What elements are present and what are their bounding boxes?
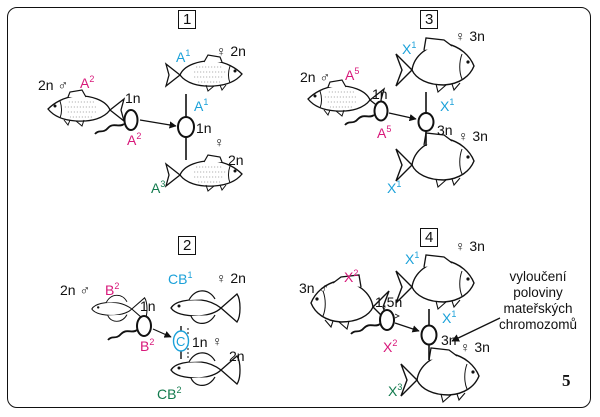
note-line: poloviny xyxy=(513,285,563,300)
figure-frame xyxy=(7,7,591,408)
note-line: vyloučení xyxy=(509,269,567,284)
offspring-ploidy: 2n xyxy=(228,152,244,168)
sperm-allele: A2 xyxy=(127,131,142,148)
egg-ploidy: 1n xyxy=(192,334,208,350)
offspring-allele: A3 xyxy=(151,179,166,196)
sperm-ploidy: 1,5n xyxy=(375,294,403,310)
offspring-ploidy: 2n xyxy=(229,348,245,364)
male-sex-ploidy: 2n ♂ xyxy=(300,69,330,85)
panel-number: 1 xyxy=(178,10,197,29)
sperm-allele: B2 xyxy=(140,337,155,354)
egg-sex-ploidy: ♀ 3n xyxy=(460,339,490,355)
egg-sex: ♀ xyxy=(212,333,223,349)
egg-sex-ploidy: ♀ 3n xyxy=(458,128,488,144)
egg-ploidy: 1n xyxy=(196,120,212,136)
egg-allele: X1 xyxy=(440,97,455,114)
male-allele: A2 xyxy=(80,74,95,91)
female-allele: X1 xyxy=(405,250,420,267)
egg-ploidy: 3n xyxy=(437,122,453,138)
egg-allele: X1 xyxy=(442,309,457,326)
offspring-allele: X1 xyxy=(387,179,402,196)
male-allele: B2 xyxy=(105,281,120,298)
page-number: 5 xyxy=(562,371,571,390)
offspring-allele: CB2 xyxy=(157,385,182,402)
note-line: mateřských xyxy=(503,301,573,316)
sperm-ploidy: 1n xyxy=(125,90,141,106)
sperm-ploidy: 1n xyxy=(140,298,156,314)
female-sex-ploidy: ♀ 3n xyxy=(455,28,485,44)
male-sex-ploidy: 2n ♂ xyxy=(60,282,90,298)
female-allele: CB1 xyxy=(168,270,193,287)
female-sex-ploidy: ♀ 2n xyxy=(216,43,246,59)
egg-ploidy: 3n xyxy=(441,332,457,348)
female-allele: X1 xyxy=(402,40,417,57)
offspring-allele: X3 xyxy=(388,382,403,399)
panel-number: 4 xyxy=(420,228,439,247)
female-sex-ploidy: ♀ 2n xyxy=(216,270,246,286)
female-allele: A1 xyxy=(176,48,191,65)
note-line: chromozomů xyxy=(498,317,578,332)
sperm-ploidy: 1n xyxy=(372,86,388,102)
sperm-allele: X2 xyxy=(383,338,398,355)
male-sex-ploidy: 3n ♂ xyxy=(299,280,329,296)
panel-number: 2 xyxy=(178,236,197,255)
male-allele: X2 xyxy=(344,268,359,285)
panel-number: 3 xyxy=(420,10,439,29)
annotation-note: vyloučení poloviny mateřských chromozomů xyxy=(488,269,588,333)
male-sex-ploidy: 2n ♂ xyxy=(38,77,68,93)
egg-letter: C xyxy=(176,334,186,349)
sperm-allele: A5 xyxy=(377,124,392,141)
female-sex-ploidy: ♀ 3n xyxy=(455,238,485,254)
male-allele: A5 xyxy=(345,66,360,83)
egg-allele: A1 xyxy=(194,97,209,114)
egg-sex: ♀ xyxy=(214,134,225,150)
